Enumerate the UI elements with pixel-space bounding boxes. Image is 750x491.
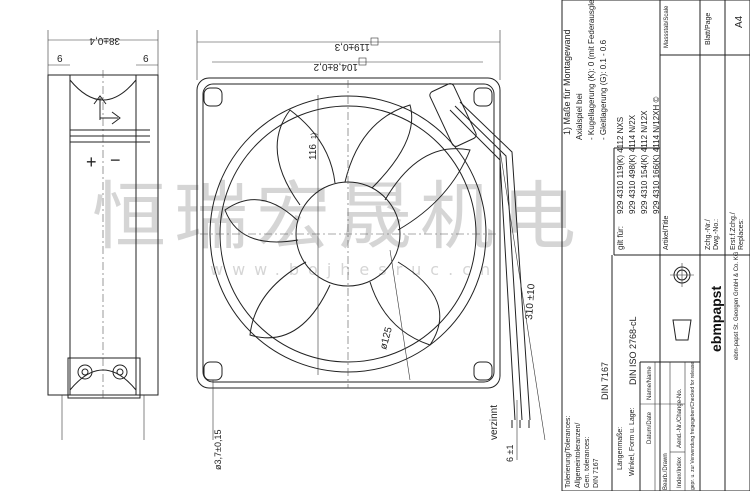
- scale-label: Massstab/Scale: [664, 5, 670, 48]
- checked-label: gepr. u. zur Verwendung freigegeben/Chec…: [690, 362, 696, 490]
- company-name: ebm-papst St. Georgen GmbH & Co. KG: [734, 251, 740, 360]
- hole-spacing-dim: 104,8±0,2: [313, 61, 358, 72]
- cable-length-dim: 310 ±10: [524, 283, 538, 320]
- article-title-label: Artikel/Title: [663, 216, 670, 250]
- strip-length-dim: 6 ±1: [505, 445, 515, 462]
- general-tolerances-label: Allgemeintoleranzen/: [575, 423, 582, 488]
- side-view: 38±0,4 6 6 + −: [47, 30, 159, 440]
- length-dims-label: Längenmaße:: [617, 427, 624, 470]
- valid-for-row: 929 4310 119(K) 4112 NXS: [616, 117, 625, 214]
- hole-diameter-dim: ø3,7±0,15: [213, 430, 223, 470]
- height-note: 1): [311, 133, 318, 139]
- side-width-dim: 38±0,4: [89, 35, 120, 46]
- diameter-dim: ø125: [378, 325, 395, 350]
- din-iso: DIN ISO 2768-cL: [628, 316, 638, 385]
- drawing-no-en-label: Dwg.-No.:: [713, 219, 720, 250]
- footnote: 1) Maße für Montagewand: [562, 29, 572, 135]
- minus-symbol: −: [110, 150, 121, 170]
- index-label: Index/Index: [677, 457, 683, 488]
- tolerances-label: Tolerierung/Tolerances:: [565, 416, 572, 488]
- watermark-text: 恒瑞宏晟机电: [92, 174, 584, 260]
- ball-bearing-note: - Kugellagerung (K): 0 (mit Federausglei…: [587, 0, 596, 140]
- general-tolerances-en-label: Gen. tolerances:: [584, 437, 591, 488]
- airflow-rotation-arrows-icon: [93, 95, 121, 125]
- valid-for-label: gilt für:: [616, 226, 625, 250]
- change-no-label: Aend.-Nr./Change-No.: [677, 388, 683, 448]
- date-label: Datum/Date: [647, 411, 653, 444]
- valid-for-row: 929 4310 166(K) 4114 N/12XH ©: [652, 97, 661, 214]
- din-small: DIN 7167: [593, 458, 600, 488]
- valid-for-row: 929 4310 498(K) 4114 N/2X: [628, 114, 637, 214]
- plus-symbol: +: [86, 152, 97, 172]
- sleeve-bearing-note: - Gleitlagerung (G): 0.1 - 0.6: [599, 39, 608, 140]
- cable: [429, 83, 531, 428]
- drawn-label: Bearb./Drawn: [663, 453, 669, 490]
- side-right-dim: 6: [143, 54, 149, 65]
- company-logo: ebmpapst: [708, 286, 724, 352]
- valid-for-row: 929 4310 154(K) 4112 N/12X: [640, 110, 649, 214]
- name-label: Name/Name: [647, 366, 653, 400]
- replaces-label: Erst.f.Zchg./: [730, 212, 737, 250]
- height-dim: 116: [308, 144, 319, 160]
- din-7167: DIN 7167: [600, 362, 610, 400]
- projection-symbol: [670, 263, 694, 341]
- side-left-dim: 6: [57, 54, 63, 65]
- axial-play: Axialspiel bei: [575, 93, 584, 140]
- fan-blades: [224, 104, 471, 346]
- page-label: Blatt/Page: [705, 13, 712, 45]
- replaces-en-label: Replaces:: [738, 219, 745, 250]
- notes: 1) Maße für Montagewand Axialspiel bei -…: [562, 0, 608, 140]
- front-view: 119±0,3 104,8±0,2 116 1) ø125: [196, 30, 546, 470]
- drawing-no-label: Zchg.-Nr./: [705, 219, 712, 250]
- page-size: A4: [734, 15, 745, 28]
- outer-dim: 119±0,3: [334, 41, 370, 52]
- watermark-url: www.bojhesruc.cn: [210, 260, 499, 279]
- angle-form-label: Winkel, Form u. Lage:: [629, 407, 636, 476]
- title-block: gilt für: 929 4310 119(K) 4112 NXS 929 4…: [561, 0, 750, 491]
- tinned-label: verzinnt: [489, 405, 500, 440]
